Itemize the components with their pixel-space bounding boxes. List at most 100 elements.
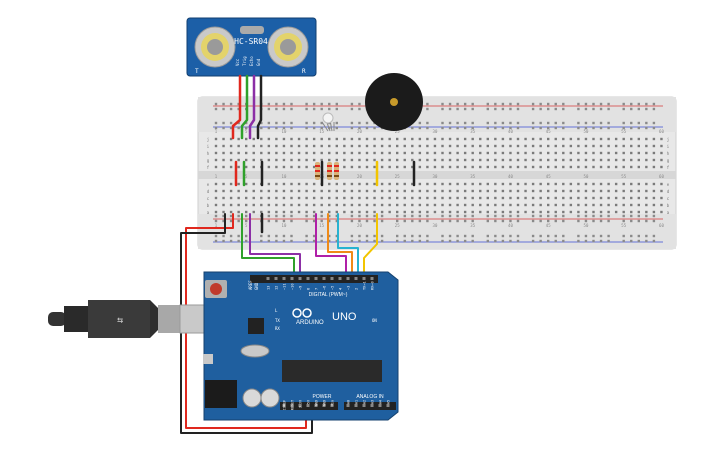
column-number: 50 (584, 174, 589, 179)
digital-pin-label: ~9 (299, 286, 303, 290)
column-number: 55 (621, 129, 626, 134)
column-number: 15 (319, 129, 324, 134)
led-rx-label: RX (275, 326, 280, 331)
column-number: 5 (245, 223, 248, 228)
row-letter: a (667, 210, 670, 215)
power-pin-label: GND (323, 400, 327, 406)
column-number: 35 (470, 129, 475, 134)
row-letter: c (207, 196, 210, 201)
row-letter: e (207, 182, 210, 187)
power-pin-label: Vin (331, 400, 335, 406)
ultrasonic-sensor[interactable]: HC-SR04 T R Vcc Trig Echo Gnd (186, 17, 317, 77)
sensor-pin-vcc: Vcc (235, 58, 240, 66)
aref-label: AREF (248, 280, 253, 290)
sensor-wires[interactable] (231, 74, 263, 140)
rgb-led-icon[interactable] (321, 112, 335, 132)
column-number: 5 (245, 129, 248, 134)
arduino-brand-label: ARDUINO (296, 320, 324, 326)
digital-pin-label: 2 (355, 288, 359, 290)
column-number: 45 (546, 129, 551, 134)
sensor-pin-gnd: Gnd (256, 58, 261, 66)
arduino-logo-icon (292, 308, 312, 318)
gnd-label: GND (254, 282, 259, 290)
column-number: 40 (508, 129, 513, 134)
row-letter: a (207, 210, 210, 215)
column-number: 1 (215, 223, 218, 228)
digital-pin-label: ~11 (283, 284, 287, 291)
digital-pin-label: 7 (315, 288, 319, 290)
column-number: 30 (433, 129, 438, 134)
column-number: 1 (215, 174, 218, 179)
row-letter: j (667, 137, 669, 142)
digital-pin-label: ~10 (291, 284, 295, 291)
digital-pin-label: 12 (275, 286, 279, 290)
column-number: 55 (621, 174, 626, 179)
column-number: 15 (319, 223, 324, 228)
column-number: 20 (357, 174, 362, 179)
row-letter: b (667, 203, 670, 208)
analog-header-label: ANALOG IN (356, 394, 384, 400)
digital-header-label: DIGITAL (PWM~) (309, 292, 348, 298)
row-letter: h (667, 151, 670, 156)
column-number: 40 (508, 174, 513, 179)
row-letter: f (667, 165, 670, 170)
analog-pin-label: A5 (387, 400, 391, 404)
digital-pin-label: 13 (267, 286, 271, 290)
digital-pin-label: 8 (307, 288, 311, 290)
digital-pin-label: ~6 (323, 286, 327, 290)
column-number: 50 (584, 223, 589, 228)
column-number: 25 (395, 129, 400, 134)
breadboard-jumpers[interactable] (234, 160, 416, 234)
column-number: 40 (508, 223, 513, 228)
row-letter: h (207, 151, 210, 156)
row-letter: e (667, 182, 670, 187)
row-letter: i (667, 144, 670, 149)
column-number: 60 (659, 174, 664, 179)
row-letter: c (667, 196, 670, 201)
column-number: 30 (433, 223, 438, 228)
piezo-buzzer-icon[interactable] (365, 73, 423, 131)
row-letter: i (207, 144, 210, 149)
column-number: 10 (282, 223, 287, 228)
row-letter: j (207, 137, 209, 142)
digital-pin-label: ~5 (331, 286, 335, 290)
on-led-label: ON (372, 318, 377, 323)
power-pin-label: RESET (291, 400, 295, 410)
column-number: 25 (395, 174, 400, 179)
digital-pin-label: RX←0 (371, 281, 375, 290)
column-number: 60 (659, 129, 664, 134)
column-number: 10 (282, 129, 287, 134)
column-number: 20 (357, 129, 362, 134)
sensor-model-label: HC-SR04 (234, 37, 268, 46)
column-number: 45 (546, 174, 551, 179)
analog-pin-label: A2 (363, 400, 367, 404)
column-number: 35 (470, 174, 475, 179)
analog-pin-label: A1 (355, 400, 359, 404)
sensor-t-mark: T (195, 68, 199, 75)
analog-pin-label: A0 (347, 400, 351, 404)
column-number: 20 (357, 223, 362, 228)
power-pin-label: GND (315, 400, 319, 406)
led-tx-label: TX (275, 318, 280, 323)
sensor-r-mark: R (302, 68, 306, 75)
analog-pin-label: A3 (371, 400, 375, 404)
row-letter: d (207, 189, 210, 194)
column-number: 45 (546, 223, 551, 228)
column-number: 60 (659, 223, 664, 228)
power-pin-label: 3.3V (299, 400, 303, 408)
power-pin-label: 5V (307, 400, 311, 404)
row-letter: g (207, 158, 210, 163)
svg-text:⇆: ⇆ (117, 315, 123, 326)
resistors[interactable] (315, 162, 339, 180)
row-letter: b (207, 203, 210, 208)
column-number: 25 (395, 223, 400, 228)
digital-pin-label: ~3 (347, 286, 351, 290)
sensor-pin-echo: Echo (249, 56, 254, 66)
column-number: 5 (245, 174, 248, 179)
column-number: 50 (584, 129, 589, 134)
led-l-label: L (275, 308, 278, 313)
analog-pin-label: A4 (379, 400, 383, 404)
